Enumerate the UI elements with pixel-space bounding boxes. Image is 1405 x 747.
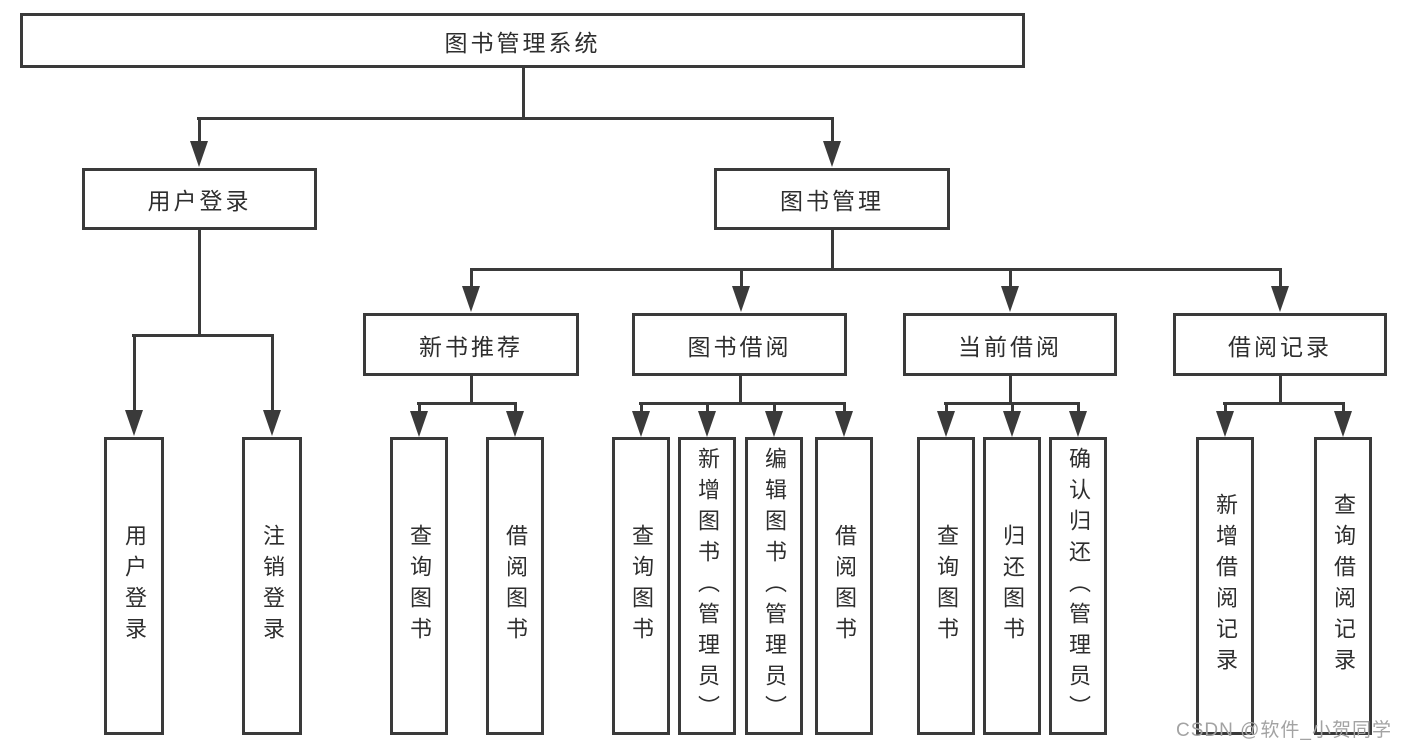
leaf-borrow-query-books: 查询图书 — [612, 437, 670, 735]
connector-newrec-leaf1-drop — [418, 402, 421, 412]
node-user-login: 用户登录 — [82, 168, 317, 230]
csdn-watermark: CSDN @软件_小贺同学 — [1176, 720, 1392, 741]
connector-borrow-leaf1-drop — [640, 402, 643, 412]
connector-newrec-stem — [470, 376, 473, 405]
connector-current-leaf1-drop — [945, 402, 948, 412]
connector-current-drop — [1009, 268, 1012, 287]
connector-records-stem — [1279, 376, 1282, 405]
arrow-to-borrow-leaf1 — [632, 411, 650, 437]
arrow-to-records-leaf2 — [1334, 411, 1352, 437]
connector-records-leaf1-drop — [1224, 402, 1227, 412]
connector-newrec-drop — [470, 268, 473, 287]
arrow-to-current-leaf3 — [1069, 411, 1087, 437]
node-new-book-rec: 新书推荐 — [363, 313, 579, 376]
connector-mgmt-stem — [831, 230, 834, 270]
connector-current-stem — [1009, 376, 1012, 405]
arrow-to-newrec-leaf1 — [410, 411, 428, 437]
arrow-to-borrow-leaf4 — [835, 411, 853, 437]
leaf-newrec-borrow-books: 借阅图书 — [486, 437, 544, 735]
arrow-to-login — [190, 141, 208, 167]
arrow-to-current-leaf1 — [937, 411, 955, 437]
connector-borrow-leaf4-drop — [843, 402, 846, 412]
connector-records-drop — [1279, 268, 1282, 287]
connector-current-leaf3-drop — [1077, 402, 1080, 412]
connector-login-leaf2-drop — [271, 334, 274, 411]
node-current-borrow: 当前借阅 — [903, 313, 1117, 376]
leaf-query-borrow-record: 查询借阅记录 — [1314, 437, 1372, 735]
arrow-to-current — [1001, 286, 1019, 312]
arrow-to-borrow — [732, 286, 750, 312]
arrow-to-login-leaf1 — [125, 410, 143, 436]
arrow-to-newrec-leaf2 — [506, 411, 524, 437]
leaf-logout: 注销登录 — [242, 437, 302, 735]
leaf-add-books-admin: 新增图书（管理员） — [678, 437, 736, 735]
node-borrow-records: 借阅记录 — [1173, 313, 1387, 376]
leaf-add-borrow-record: 新增借阅记录 — [1196, 437, 1254, 735]
node-book-management: 图书管理 — [714, 168, 950, 230]
arrow-to-records — [1271, 286, 1289, 312]
connector-borrow-leaf2-drop — [706, 402, 709, 412]
connector-root-stem — [522, 68, 525, 120]
arrow-to-borrow-leaf2 — [698, 411, 716, 437]
arrow-to-mgmt — [823, 141, 841, 167]
connector-newrec-rail — [417, 402, 517, 405]
leaf-current-query-books: 查询图书 — [917, 437, 975, 735]
arrow-to-current-leaf2 — [1003, 411, 1021, 437]
arrow-to-records-leaf1 — [1216, 411, 1234, 437]
connector-newrec-leaf2-drop — [514, 402, 517, 412]
leaf-borrow-books: 借阅图书 — [815, 437, 873, 735]
connector-login-leaf1-drop — [133, 334, 136, 411]
arrow-to-newrec — [462, 286, 480, 312]
connector-records-rail — [1223, 402, 1345, 405]
connector-records-leaf2-drop — [1342, 402, 1345, 412]
arrow-to-borrow-leaf3 — [765, 411, 783, 437]
leaf-return-books: 归还图书 — [983, 437, 1041, 735]
connector-borrow-stem — [739, 376, 742, 405]
leaf-edit-books-admin: 编辑图书（管理员） — [745, 437, 803, 735]
arrow-to-login-leaf2 — [263, 410, 281, 436]
connector-level3-rail — [470, 268, 1282, 271]
leaf-user-login: 用户登录 — [104, 437, 164, 735]
connector-login-rail — [132, 334, 274, 337]
connector-level2-rail — [197, 117, 834, 120]
leaf-newrec-query-books: 查询图书 — [390, 437, 448, 735]
node-library-system: 图书管理系统 — [20, 13, 1025, 68]
connector-current-leaf2-drop — [1011, 402, 1014, 412]
connector-borrow-drop — [740, 268, 743, 287]
connector-mgmt-drop — [831, 117, 834, 141]
node-book-borrow: 图书借阅 — [632, 313, 847, 376]
connector-borrow-leaf3-drop — [773, 402, 776, 412]
connector-login-drop — [198, 117, 201, 141]
leaf-confirm-return-admin: 确认归还（管理员） — [1049, 437, 1107, 735]
connector-borrow-rail — [639, 402, 845, 405]
connector-login-stem — [198, 230, 201, 337]
